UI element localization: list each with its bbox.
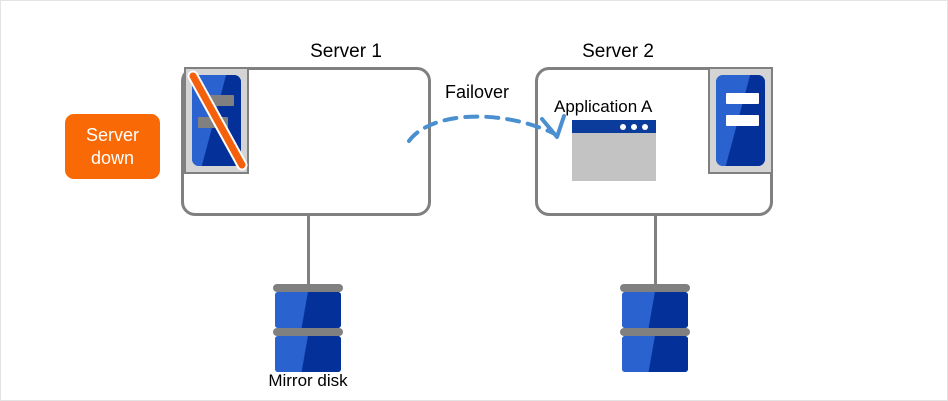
server1-disk-connector xyxy=(307,216,310,286)
disk-plate-middle xyxy=(620,328,690,336)
server-led-bar-top xyxy=(204,95,234,106)
disk-plate-top xyxy=(273,284,343,292)
window-dot-3 xyxy=(642,124,648,130)
disk-block-top xyxy=(275,292,341,328)
window-dot-2 xyxy=(631,124,637,130)
disk-plate-top xyxy=(620,284,690,292)
server-chassis xyxy=(716,75,765,166)
disk-block-bottom xyxy=(275,336,341,372)
disk-block-top xyxy=(622,292,688,328)
server-led-bar-bottom xyxy=(198,117,228,128)
application-label: Application A xyxy=(554,97,653,116)
server-down-icon xyxy=(184,67,249,174)
mirror-disk-icon-right xyxy=(620,284,690,372)
window-dot-1 xyxy=(620,124,626,130)
server-led-bar-top xyxy=(726,93,759,104)
server-led-bar-bottom xyxy=(726,115,759,126)
server1-title: Server 1 xyxy=(310,41,382,62)
server-running-icon xyxy=(708,67,773,174)
server2-title: Server 2 xyxy=(582,41,654,62)
mirror-disk-label: Mirror disk xyxy=(268,371,348,390)
disk-block-bottom xyxy=(622,336,688,372)
failover-label: Failover xyxy=(445,82,510,102)
mirror-disk-icon-left xyxy=(273,284,343,372)
status-badge: Server down xyxy=(65,114,160,179)
status-badge-line2: down xyxy=(90,147,135,168)
application-window-icon xyxy=(572,120,656,181)
disk-plate-middle xyxy=(273,328,343,336)
server-chassis xyxy=(192,75,241,166)
application-window-titlebar xyxy=(572,120,656,133)
status-badge-line1: Server xyxy=(85,124,139,145)
server2-disk-connector xyxy=(654,216,657,286)
